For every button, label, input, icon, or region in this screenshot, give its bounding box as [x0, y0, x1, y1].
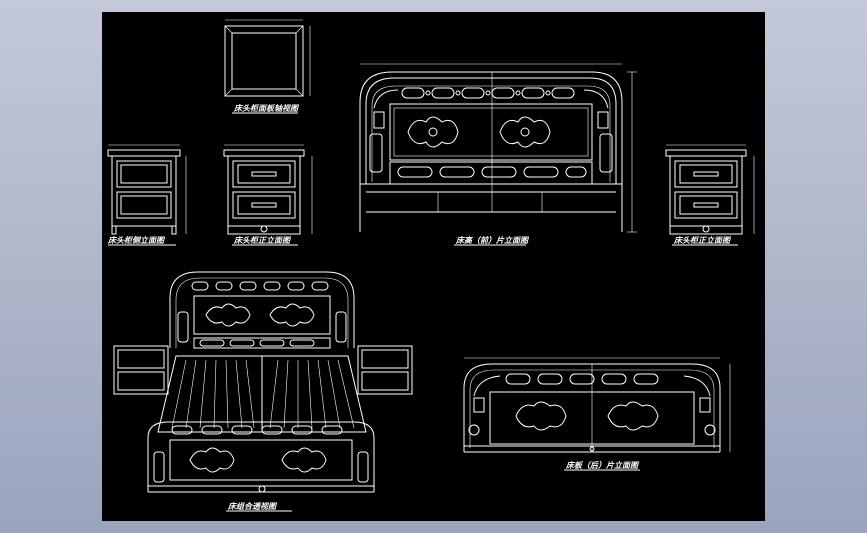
label-bed-assembly: 床组合透视图	[227, 502, 278, 511]
bed-head-front-drawing	[359, 63, 637, 233]
label-cabinet-side: 床头柜侧立面图	[107, 236, 166, 245]
cad-drawing: 床头柜面板轴视图 床头柜侧立面图 床头柜正立面图	[107, 19, 755, 512]
bed-tail-front-drawing	[463, 357, 731, 453]
label-cabinet-top: 床头柜面板轴视图	[233, 104, 300, 113]
cabinet-side-drawing	[107, 144, 187, 235]
label-bed-head-front: 床高（前）片立面图	[455, 235, 530, 245]
drawing-canvas[interactable]: 床头柜面板轴视图 床头柜侧立面图 床头柜正立面图	[102, 12, 765, 521]
label-bed-tail-front: 床板（后）片立面图	[565, 460, 640, 470]
label-cabinet-front-left: 床头柜正立面图	[233, 236, 292, 245]
bed-assembly-drawing	[113, 271, 413, 493]
cabinet-front-left-drawing	[223, 144, 313, 235]
cabinet-front-right-drawing	[665, 144, 755, 235]
label-cabinet-front-right: 床头柜正立面图	[673, 236, 732, 245]
cabinet-top-panel-drawing	[224, 19, 311, 97]
